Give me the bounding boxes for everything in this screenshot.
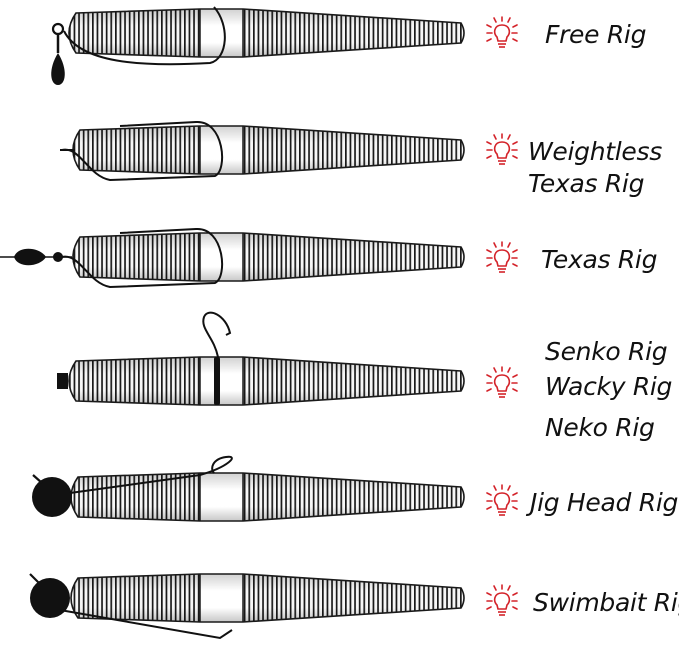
rig-swimbait [29, 573, 465, 640]
icon-ray [507, 485, 511, 491]
worm-shading [69, 357, 464, 405]
rig-label-texas: Texas Rig [541, 245, 658, 274]
icon-ray [512, 592, 518, 596]
icon-ray [512, 263, 518, 267]
rig-weightless [60, 120, 465, 182]
icon-ray [486, 141, 492, 145]
hook-wire [69, 455, 233, 494]
icon-bulb [493, 374, 511, 392]
worm-shading [73, 233, 464, 281]
icon-ray [486, 388, 492, 392]
swimbait-head [30, 578, 70, 618]
icon-ray [493, 242, 497, 248]
icon-ray [512, 38, 518, 42]
rig-label-wacky-3: Neko Rig [545, 413, 655, 442]
rig-free [51, 6, 465, 85]
icon-ray [486, 506, 492, 510]
icon-ray [486, 38, 492, 42]
icon-bulb [493, 249, 511, 267]
swivel-ring [51, 22, 65, 36]
rig-label-wacky-2: Wacky Rig [545, 372, 673, 401]
icon-ray [512, 374, 518, 378]
o-ring [214, 357, 220, 405]
icon-ray [512, 606, 518, 610]
bead [53, 252, 63, 262]
icon-ray [486, 492, 492, 496]
rig-texas [0, 227, 465, 289]
icon-ray [486, 606, 492, 610]
rig-label-swimbait: Swimbait Rig [533, 588, 679, 617]
icon-ray [493, 585, 497, 591]
worm-outline [72, 125, 465, 175]
line-tie [32, 474, 43, 484]
icon-ray [512, 155, 518, 159]
jig-head [32, 477, 72, 517]
lightbulb-tip-icon [486, 133, 518, 165]
icon-ray [512, 492, 518, 496]
icon-ray [507, 585, 511, 591]
nose-weight [57, 373, 68, 389]
icon-ray [486, 155, 492, 159]
rig-jighead [32, 455, 465, 522]
icon-ray [507, 242, 511, 248]
worm-shading [69, 9, 464, 57]
bullet-weight [14, 248, 46, 266]
worm-shading [73, 126, 464, 174]
icon-ray [486, 263, 492, 267]
icon-ray [507, 134, 511, 140]
hook-wire [61, 120, 223, 182]
icon-ray [512, 249, 518, 253]
line-tie [29, 573, 41, 585]
hook-wire [61, 227, 223, 289]
icon-ray [512, 388, 518, 392]
icon-bulb [493, 141, 511, 159]
icon-ray [493, 485, 497, 491]
worm-shading [71, 473, 464, 521]
lightbulb-tip-icon [486, 366, 518, 398]
drop-weight [51, 53, 65, 85]
icon-bulb [493, 492, 511, 510]
icon-ray [486, 249, 492, 253]
worm-outline [68, 356, 465, 406]
icon-ray [507, 17, 511, 23]
worm-outline [72, 232, 465, 282]
icon-ray [493, 134, 497, 140]
rig-label-wacky-1: Senko Rig [545, 337, 668, 366]
lightbulb-tip-icon [486, 16, 518, 48]
rig-label-weightless-1: Weightless [528, 137, 662, 166]
icon-ray [493, 17, 497, 23]
icon-ray [507, 367, 511, 373]
lightbulb-tip-icon [486, 584, 518, 616]
rig-wacky [57, 311, 465, 406]
hook-wire [63, 6, 226, 66]
lightbulb-tip-icon [486, 484, 518, 516]
icon-ray [486, 592, 492, 596]
icon-ray [486, 374, 492, 378]
icon-bulb [493, 24, 511, 42]
rig-label-jighead: Jig Head Rig [530, 488, 679, 517]
icon-ray [493, 367, 497, 373]
wacky-hook [202, 311, 232, 358]
hook-wire [59, 609, 233, 640]
icon-ray [512, 141, 518, 145]
icon-ray [486, 24, 492, 28]
lightbulb-tip-icon [486, 241, 518, 273]
icon-ray [512, 24, 518, 28]
rig-label-free: Free Rig [545, 20, 647, 49]
icon-ray [512, 506, 518, 510]
icon-bulb [493, 592, 511, 610]
worm-outline [68, 8, 465, 58]
worm-outline [70, 573, 465, 623]
worm-shading [71, 574, 464, 622]
rig-label-weightless-2: Texas Rig [528, 169, 645, 198]
